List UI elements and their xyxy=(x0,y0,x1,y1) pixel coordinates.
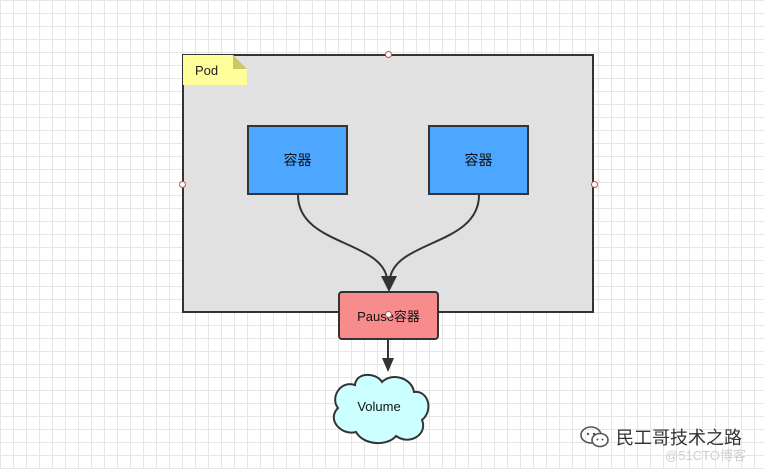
container-left[interactable]: 容器 xyxy=(247,125,348,195)
watermark: 民工哥技术之路 xyxy=(580,424,742,450)
connection-point[interactable] xyxy=(385,311,392,318)
watermark-text: 民工哥技术之路 xyxy=(616,428,742,448)
selection-handle-top[interactable] xyxy=(385,51,392,58)
pod-note xyxy=(183,55,247,85)
arrowhead-to-volume xyxy=(382,358,394,372)
container-left-label: 容器 xyxy=(283,152,312,168)
wechat-icon xyxy=(580,426,609,448)
selection-handle-left[interactable] xyxy=(179,181,186,188)
container-right[interactable]: 容器 xyxy=(428,125,529,195)
watermark-sub: @51CTO博客 xyxy=(665,448,746,463)
volume-label: Volume xyxy=(357,399,401,414)
pod-box[interactable] xyxy=(182,54,594,313)
pod-label: Pod xyxy=(195,63,219,78)
container-right-label: 容器 xyxy=(464,152,493,168)
selection-handle-right[interactable] xyxy=(591,181,598,188)
